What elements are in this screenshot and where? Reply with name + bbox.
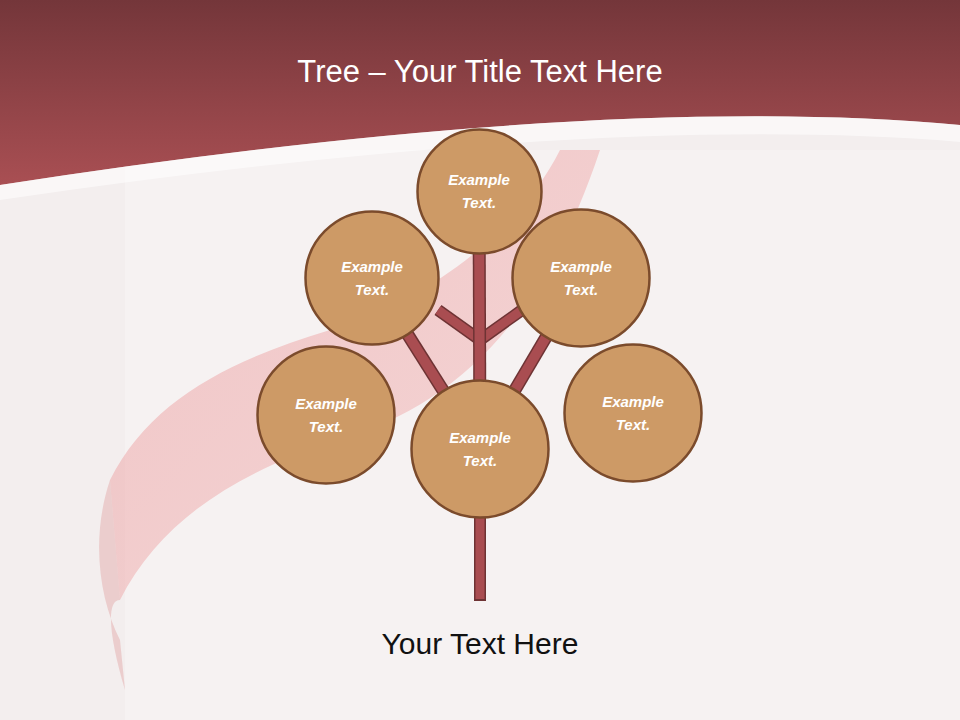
text-holder: Example Text.	[256, 345, 396, 485]
node-text: Example Text.	[431, 168, 527, 214]
circle-shape	[416, 128, 543, 255]
tree-branch	[474, 253, 484, 382]
circle-outline	[306, 212, 439, 345]
node-text: Example Text.	[324, 255, 420, 301]
tree-circle: Example Text.	[416, 128, 543, 255]
tree-circle: Example Text.	[304, 210, 440, 346]
slide-caption: Your Text Here	[0, 624, 960, 664]
branch-outline	[407, 334, 443, 392]
tree-circle: Example Text.	[511, 208, 651, 348]
text-holder: Example Text.	[563, 343, 703, 483]
slide-title: Tree – Your Title Text Here	[0, 52, 960, 92]
tree-circle: Example Text.	[410, 379, 550, 519]
circle-outline	[417, 129, 541, 253]
tree-branch	[515, 337, 547, 391]
circle-outline	[412, 381, 549, 518]
branch	[480, 310, 522, 340]
node-text: Example Text.	[278, 392, 374, 438]
ribbon-fold	[99, 480, 125, 690]
branch	[480, 310, 522, 340]
tree-circle: Example Text.	[563, 343, 703, 483]
text-holder: Example Text.	[416, 128, 543, 255]
node-text: Example Text.	[432, 426, 528, 472]
circle-shape	[256, 345, 396, 485]
text-holder: Example Text.	[304, 210, 440, 346]
branch-outline	[473, 253, 486, 382]
text-holder: Example Text.	[511, 208, 651, 348]
node-text: Example Text.	[585, 390, 681, 436]
circle-outline	[513, 210, 650, 347]
circle-shape	[304, 210, 440, 346]
tree-circle: Example Text.	[256, 345, 396, 485]
text-holder: Example Text.	[410, 379, 550, 519]
circle-outline	[565, 345, 702, 482]
circle-outline	[258, 347, 395, 484]
circle-shape	[511, 208, 651, 348]
tree-branch	[407, 334, 443, 392]
circle-shape	[410, 379, 550, 519]
branch-outline	[515, 337, 547, 391]
circle-shape	[563, 343, 703, 483]
node-text: Example Text.	[533, 255, 629, 301]
